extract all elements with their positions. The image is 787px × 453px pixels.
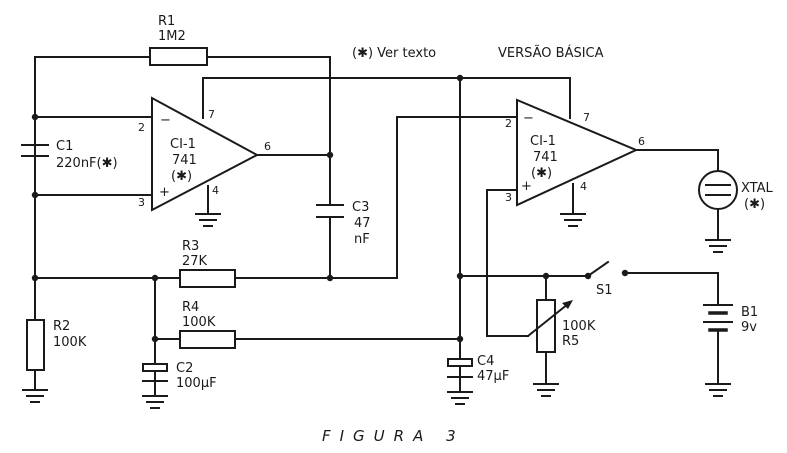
capacitor-c1: C1 220nF(✱) bbox=[21, 116, 118, 171]
ground-icon bbox=[533, 383, 559, 397]
c2-ref: C2 bbox=[176, 361, 193, 376]
xtal-ref: XTAL bbox=[741, 181, 774, 196]
c4-ref: C4 bbox=[477, 354, 494, 369]
switch-s1: S1 bbox=[596, 283, 613, 298]
ground-icon bbox=[195, 213, 221, 227]
capacitor-c3: C3 47 nF bbox=[316, 200, 371, 247]
r2-ref: R2 bbox=[53, 319, 70, 334]
ground-symbols bbox=[22, 213, 731, 409]
resistor-r1: R1 1M2 bbox=[149, 14, 208, 66]
resistor-r2: R2 100K bbox=[26, 319, 87, 371]
crystal-xtal: XTAL (✱) bbox=[698, 170, 774, 212]
r3-value: 27K bbox=[182, 254, 208, 269]
ci1a-value: 741 bbox=[172, 153, 197, 168]
ground-icon bbox=[705, 383, 731, 397]
ci1a-mark: (✱) bbox=[171, 169, 192, 184]
r1-value: 1M2 bbox=[158, 29, 186, 44]
junction-dots bbox=[31, 74, 629, 343]
ground-icon bbox=[447, 391, 473, 405]
wires bbox=[34, 56, 719, 397]
b1-ref: B1 bbox=[741, 305, 758, 320]
capacitor-c2: C2 100µF bbox=[142, 358, 217, 391]
ci1b-mark: (✱) bbox=[531, 166, 552, 181]
version-title: VERSÃO BÁSICA bbox=[498, 45, 604, 61]
ci1b-pin4: 4 bbox=[580, 180, 587, 193]
ci1b-pin6: 6 bbox=[638, 135, 645, 148]
ci1b-ref: CI-1 bbox=[530, 134, 556, 149]
ci1a-pin2: 2 bbox=[138, 121, 145, 134]
c2-value: 100µF bbox=[176, 376, 217, 391]
c3-value: 47 bbox=[354, 216, 371, 231]
r4-ref: R4 bbox=[182, 300, 199, 315]
ci1b-plus: + bbox=[521, 179, 532, 194]
r2-value: 100K bbox=[53, 335, 87, 350]
capacitor-c4: C4 47µF bbox=[447, 354, 509, 387]
b1-value: 9v bbox=[741, 320, 757, 335]
note-text: (✱) Ver texto bbox=[352, 46, 436, 61]
ci1a-pin4: 4 bbox=[212, 184, 219, 197]
ci1b-pin7: 7 bbox=[583, 111, 590, 124]
ci1b-value: 741 bbox=[533, 150, 558, 165]
potentiometer-r5: 100K R5 bbox=[526, 299, 596, 353]
battery-b1: B1 9v bbox=[703, 304, 758, 337]
ci1b-pin3: 3 bbox=[505, 191, 512, 204]
r1-ref: R1 bbox=[158, 14, 175, 29]
c3-ref: C3 bbox=[352, 200, 369, 215]
c1-ref: C1 bbox=[56, 139, 73, 154]
ci1b-minus: − bbox=[523, 111, 534, 126]
ci1a-minus: − bbox=[160, 113, 171, 128]
ground-icon bbox=[142, 395, 168, 409]
r5-ref: R5 bbox=[562, 334, 579, 349]
resistor-r3: R3 27K bbox=[179, 239, 236, 288]
opamp-ci1-a: − + CI-1 741 (✱) 2 3 7 6 4 bbox=[138, 96, 271, 212]
c1-value: 220nF(✱) bbox=[56, 156, 118, 171]
r4-value: 100K bbox=[182, 315, 216, 330]
ground-icon bbox=[705, 239, 731, 253]
opamp-ci1-b: − + CI-1 741 (✱) 2 3 7 6 4 bbox=[505, 98, 645, 207]
ci1a-pin7: 7 bbox=[208, 108, 215, 121]
c3-unit: nF bbox=[354, 232, 370, 247]
s1-ref: S1 bbox=[596, 283, 613, 298]
ground-icon bbox=[560, 213, 586, 227]
ground-icon bbox=[22, 389, 48, 403]
ci1a-ref: CI-1 bbox=[170, 137, 196, 152]
ci1a-pin3: 3 bbox=[138, 196, 145, 209]
ci1b-pin2: 2 bbox=[505, 117, 512, 130]
figure-caption: FIGURA 3 bbox=[322, 427, 465, 445]
resistor-r4: R4 100K bbox=[179, 300, 236, 349]
ci1a-plus: + bbox=[159, 185, 170, 200]
xtal-mark: (✱) bbox=[744, 197, 765, 212]
c4-value: 47µF bbox=[477, 369, 509, 384]
ci1a-pin6: 6 bbox=[264, 140, 271, 153]
r5-value: 100K bbox=[562, 319, 596, 334]
r3-ref: R3 bbox=[182, 239, 199, 254]
